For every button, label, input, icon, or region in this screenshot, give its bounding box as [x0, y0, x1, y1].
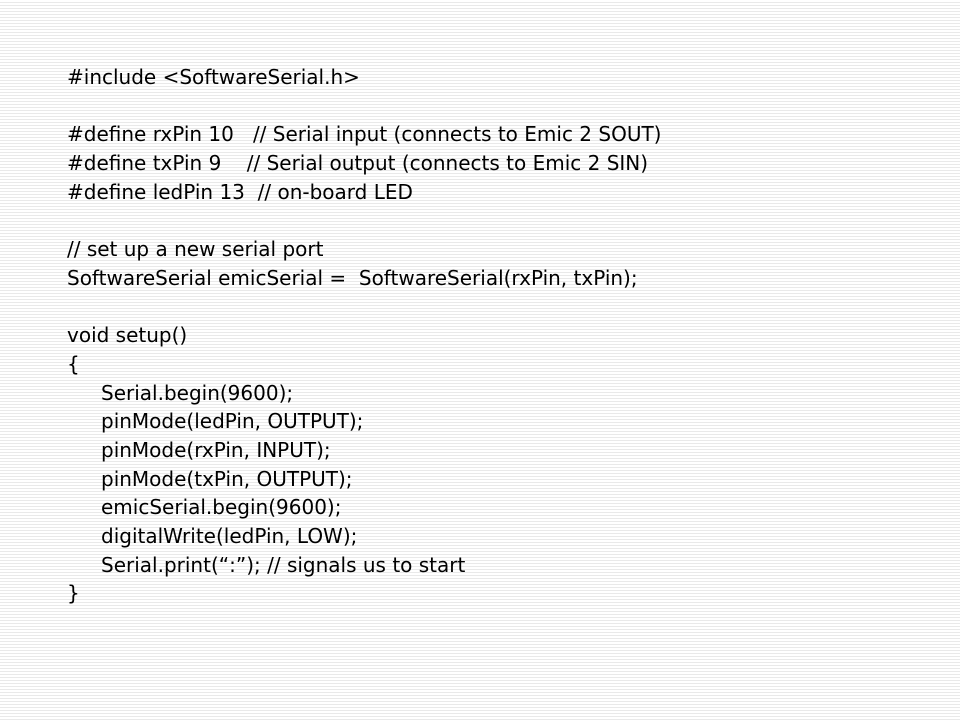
open-brace-line: {	[67, 351, 80, 376]
digitalwrite-line: digitalWrite(ledPin, LOW);	[101, 524, 358, 548]
define-ledpin-line: #define ledPin 13 // on-board LED	[67, 179, 413, 204]
setup-signature-line: void setup()	[67, 323, 188, 348]
close-brace-line: }	[67, 581, 80, 606]
blank-line	[67, 206, 927, 235]
emic-serial-begin-line: emicSerial.begin(9600);	[101, 495, 342, 520]
serial-begin-line: Serial.begin(9600);	[101, 380, 294, 405]
define-txpin-line: #define txPin 9 // Serial output (connec…	[67, 151, 649, 176]
define-rxpin-line: #define rxPin 10 // Serial input (connec…	[67, 122, 662, 147]
serial-comment-line: // set up a new serial port	[67, 237, 324, 262]
code-listing: #include <SoftwareSerial.h> #define rxPi…	[67, 63, 927, 608]
blank-line	[67, 293, 927, 322]
pinmode-led-line: pinMode(ledPin, OUTPUT);	[101, 409, 364, 434]
serial-declaration-line: SoftwareSerial emicSerial = SoftwareSeri…	[67, 265, 638, 290]
pinmode-tx-line: pinMode(txPin, OUTPUT);	[101, 466, 353, 491]
blank-line	[67, 92, 927, 121]
serial-print-line: Serial.print(“:”); // signals us to star…	[101, 552, 466, 577]
include-line: #include <SoftwareSerial.h>	[67, 65, 360, 89]
pinmode-rx-line: pinMode(rxPin, INPUT);	[101, 437, 331, 462]
